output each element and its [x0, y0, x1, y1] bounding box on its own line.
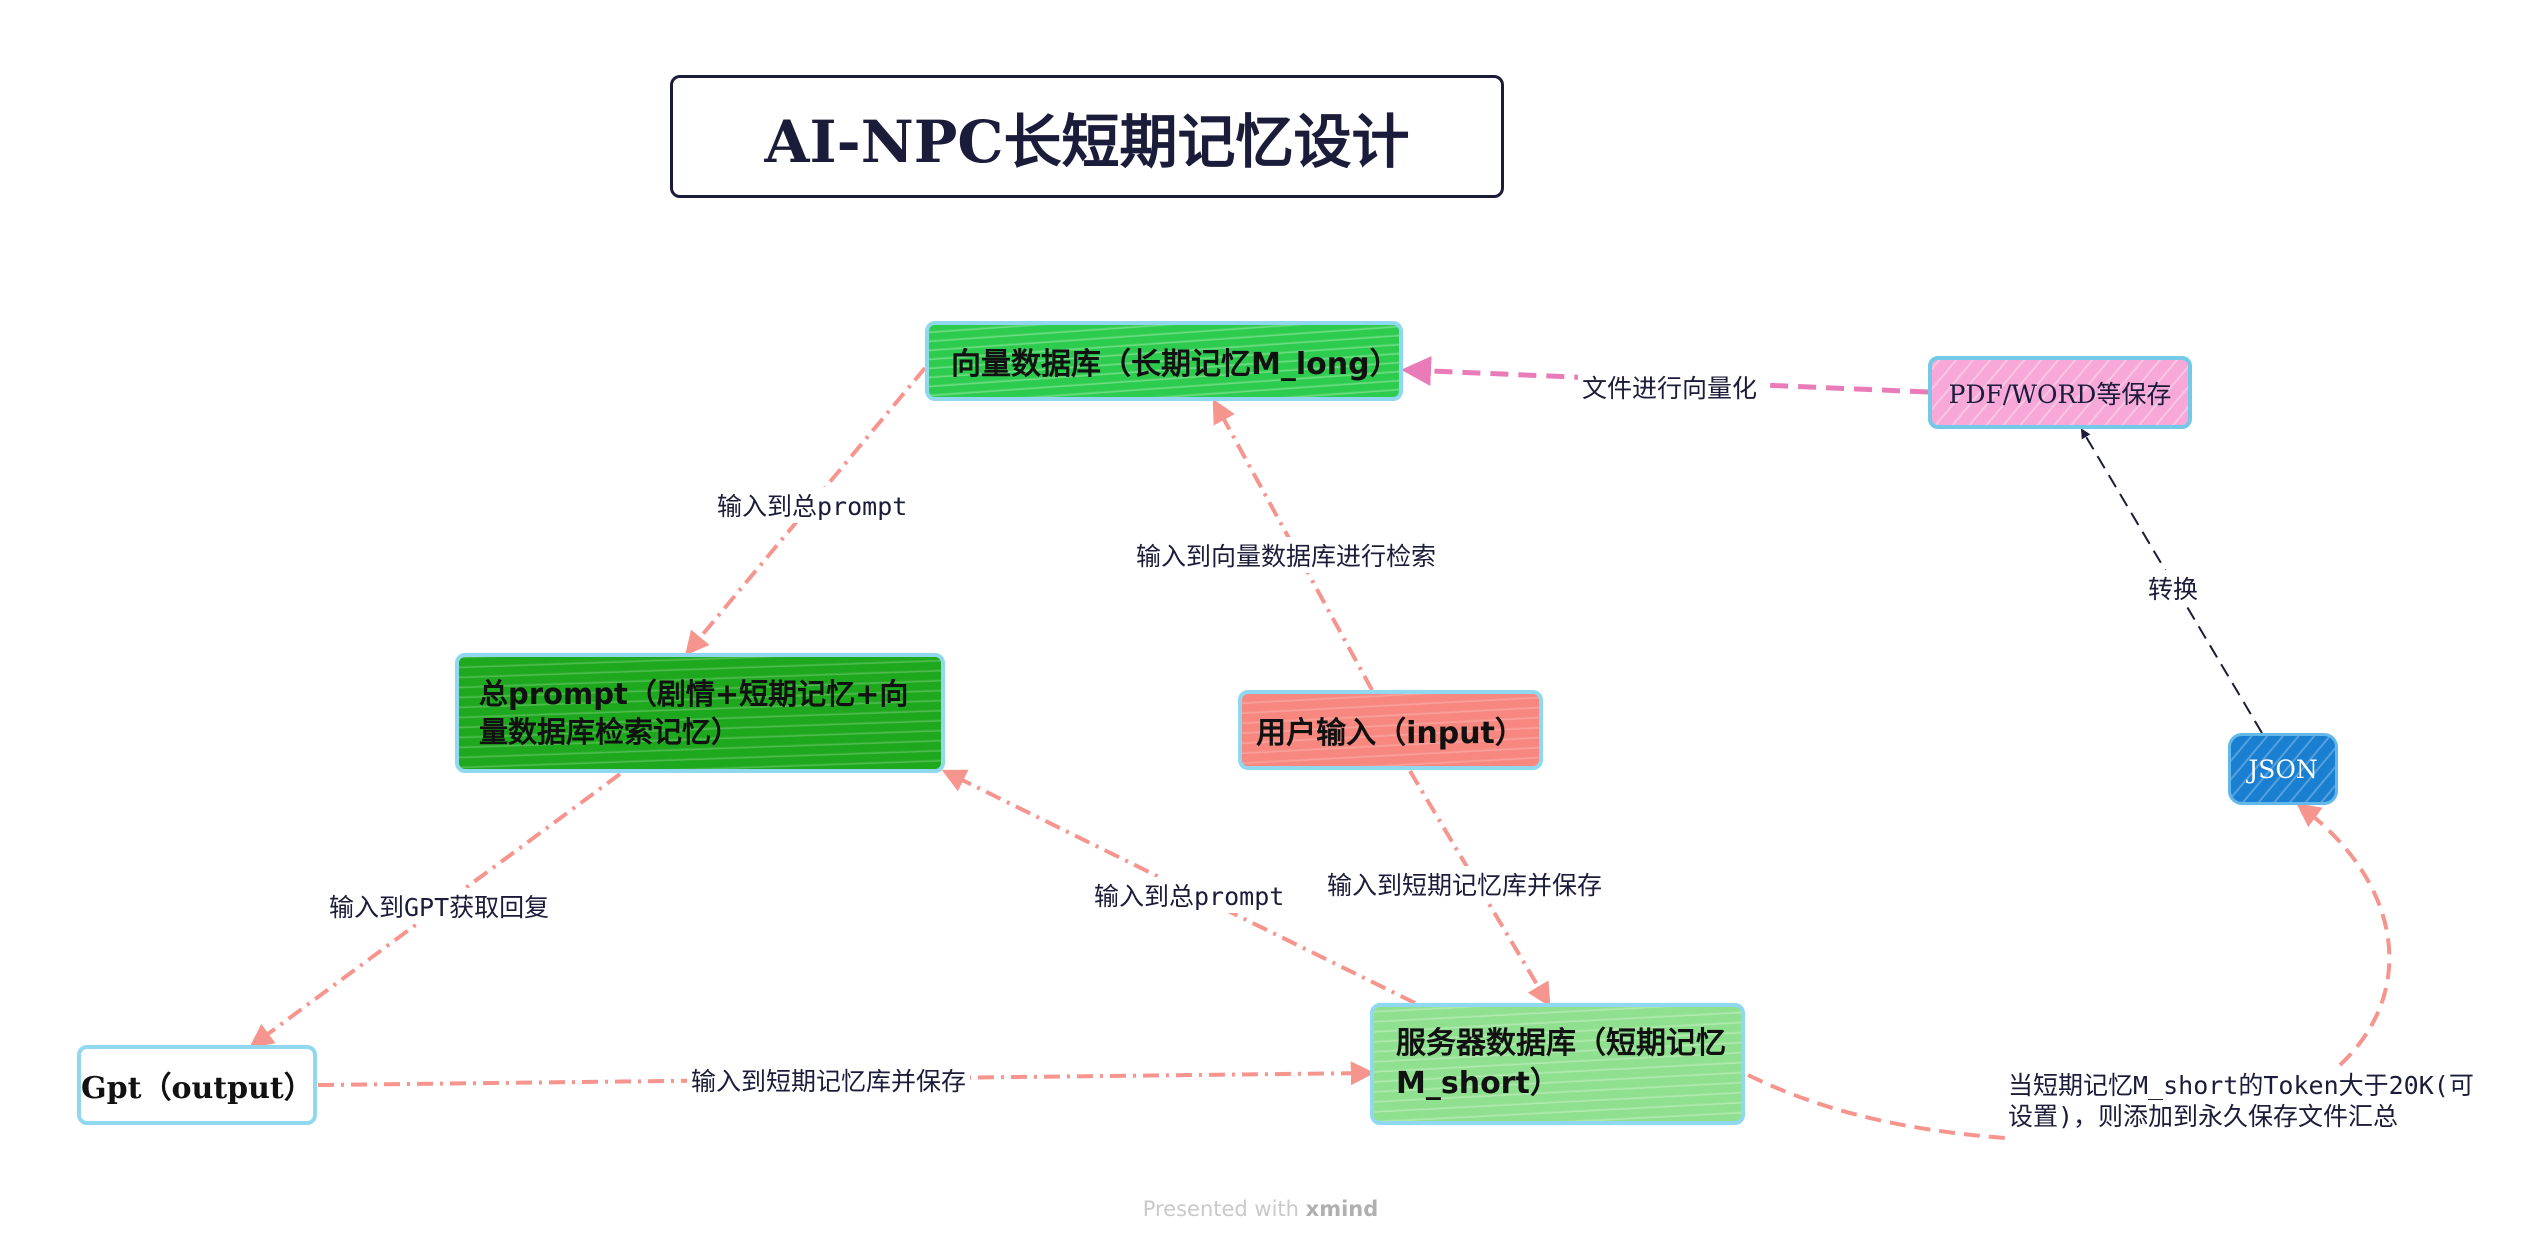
- node-vector-db[interactable]: 向量数据库（长期记忆M_long）: [925, 321, 1403, 401]
- page-title[interactable]: AI-NPC长短期记忆设计: [670, 75, 1504, 198]
- node-total-prompt[interactable]: 总prompt（剧情+短期记忆+向量数据库检索记忆）: [455, 653, 945, 773]
- edge-label-convert[interactable]: 转换: [2144, 570, 2203, 606]
- edge-server-to-note: [1747, 1073, 2006, 1140]
- edge-label-to-prompt-from-server[interactable]: 输入到总prompt: [1090, 877, 1289, 913]
- node-server-db[interactable]: 服务器数据库（短期记忆M_short）: [1370, 1003, 1745, 1125]
- node-json[interactable]: JSON: [2228, 733, 2338, 805]
- edge-vector-db-to-prompt: [684, 366, 927, 656]
- token-limit-note[interactable]: 当短期记忆M_short的Token大于20K(可设置)，则添加到永久保存文件汇…: [2008, 1071, 2474, 1131]
- edge-label-to-prompt-from-vec[interactable]: 输入到总prompt: [713, 487, 912, 523]
- edge-user-to-vector-db: [1212, 398, 1374, 691]
- footer-prefix: Presented with: [1142, 1197, 1299, 1221]
- edge-label-to-vec-search[interactable]: 输入到向量数据库进行检索: [1132, 537, 1441, 573]
- edge-note-to-json: [2296, 803, 2392, 1067]
- edge-label-to-short-from-gpt[interactable]: 输入到短期记忆库并保存: [687, 1062, 971, 1098]
- xmind-logo: xmind: [1305, 1197, 1379, 1221]
- edge-gpt-to-server: [317, 1061, 1375, 1087]
- node-gpt-output[interactable]: Gpt（output）: [77, 1045, 317, 1125]
- edge-prompt-to-gpt: [249, 772, 622, 1048]
- edge-server-to-prompt: [941, 769, 1416, 1005]
- footer-attribution: Presented with xmind: [0, 1197, 2521, 1221]
- edge-label-to-short-from-user[interactable]: 输入到短期记忆库并保存: [1323, 866, 1607, 902]
- edge-label-file-vectorize[interactable]: 文件进行向量化: [1578, 369, 1762, 405]
- node-pdf-word[interactable]: PDF/WORD等保存: [1928, 356, 2192, 429]
- node-user-input[interactable]: 用户输入（input）: [1238, 690, 1543, 770]
- edge-label-to-gpt[interactable]: 输入到GPT获取回复: [325, 888, 554, 924]
